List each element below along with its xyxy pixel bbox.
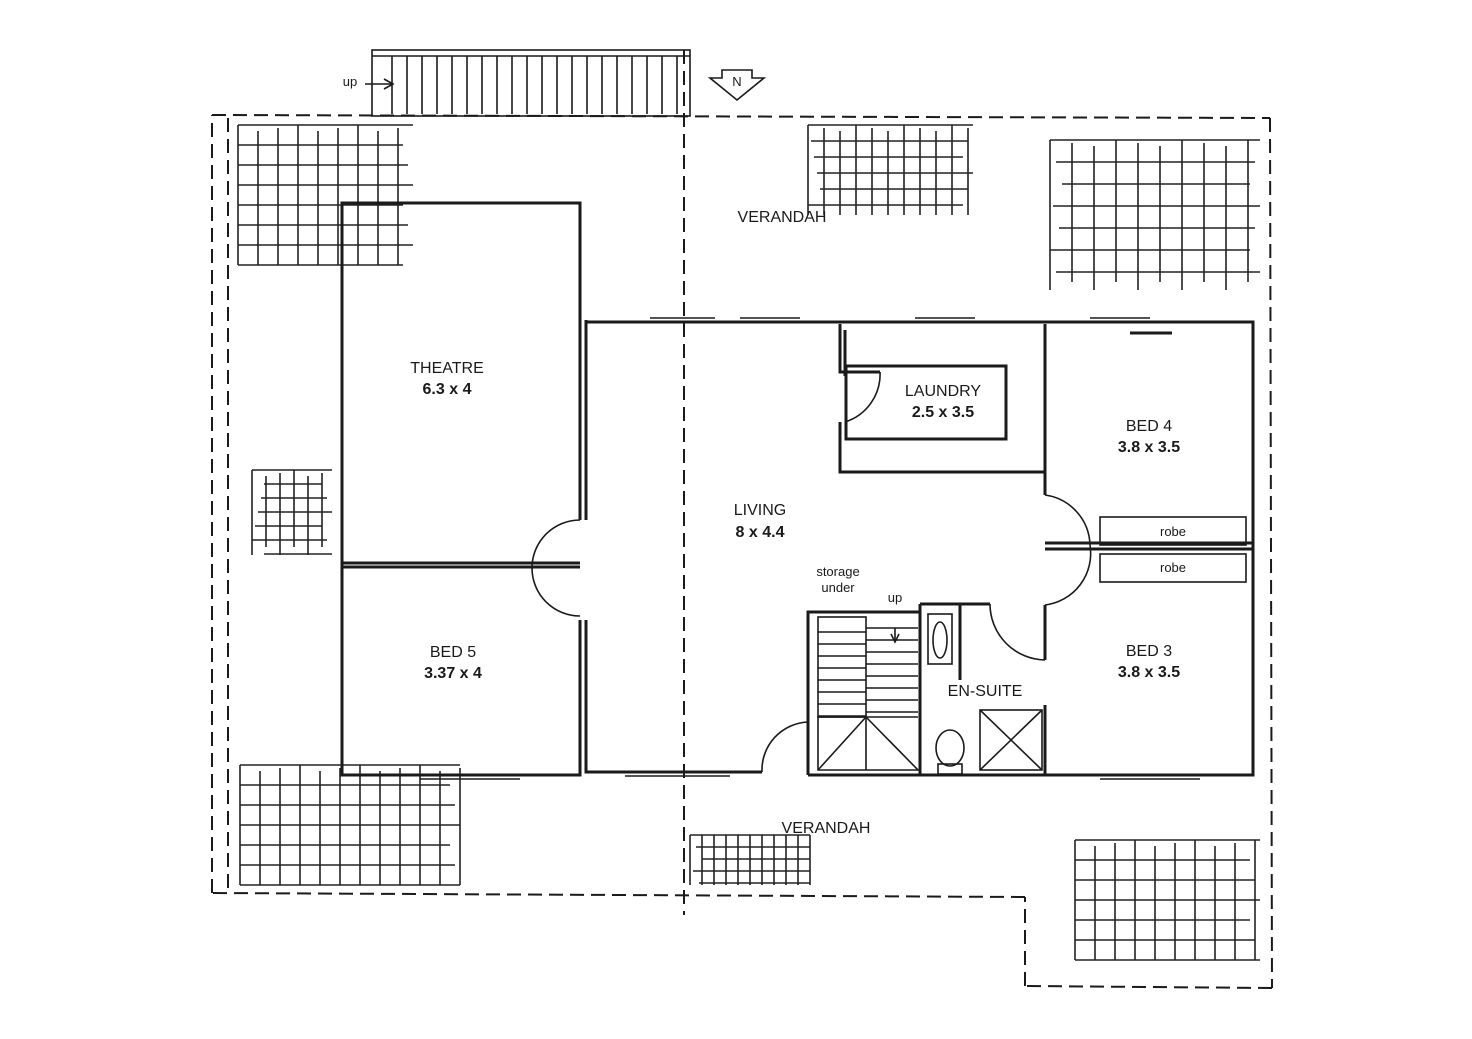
room-label-laundry: LAUNDRY 2.5 x 3.5	[905, 383, 982, 421]
north-arrow	[707, 69, 767, 102]
storage-label-line2: under	[821, 580, 855, 595]
theatre-size: 6.3 x 4	[423, 381, 472, 398]
living-size: 8 x 4.4	[736, 524, 785, 541]
north-label: N	[732, 74, 741, 89]
door-swings	[531, 371, 1092, 773]
room-label-bed5: BED 5 3.37 x 4	[424, 644, 482, 682]
robe-upper-label: robe	[1160, 524, 1186, 539]
deck-stair	[365, 49, 691, 117]
storage-label-line1: storage	[816, 564, 859, 579]
deck-up-label: up	[343, 74, 357, 89]
ensuite-name: EN-SUITE	[948, 683, 1023, 700]
laundry-size: 2.5 x 3.5	[912, 404, 974, 421]
bed3-size: 3.8 x 3.5	[1118, 664, 1180, 681]
bed3-name: BED 3	[1126, 643, 1172, 660]
exterior-walls	[340, 201, 1255, 777]
bed5-size: 3.37 x 4	[424, 665, 482, 682]
verandah-bottom-label: VERANDAH	[782, 820, 871, 837]
stair-up-label: up	[888, 590, 902, 605]
laundry-name: LAUNDRY	[905, 383, 982, 400]
living-name: LIVING	[734, 502, 786, 519]
windows	[420, 317, 1200, 780]
paving-hatch	[237, 124, 1260, 961]
bed5-name: BED 5	[430, 644, 476, 661]
room-label-bed4: BED 4 3.8 x 3.5	[1118, 418, 1180, 456]
theatre-name: THEATRE	[410, 360, 483, 377]
room-label-theatre: THEATRE 6.3 x 4	[410, 360, 483, 398]
bed4-name: BED 4	[1126, 418, 1172, 435]
verandah-top-label: VERANDAH	[738, 209, 827, 226]
bed4-size: 3.8 x 3.5	[1118, 439, 1180, 456]
room-label-bed3: BED 3 3.8 x 3.5	[1118, 643, 1180, 681]
robe-lower-label: robe	[1160, 560, 1186, 575]
room-label-living: LIVING 8 x 4.4	[734, 502, 786, 541]
